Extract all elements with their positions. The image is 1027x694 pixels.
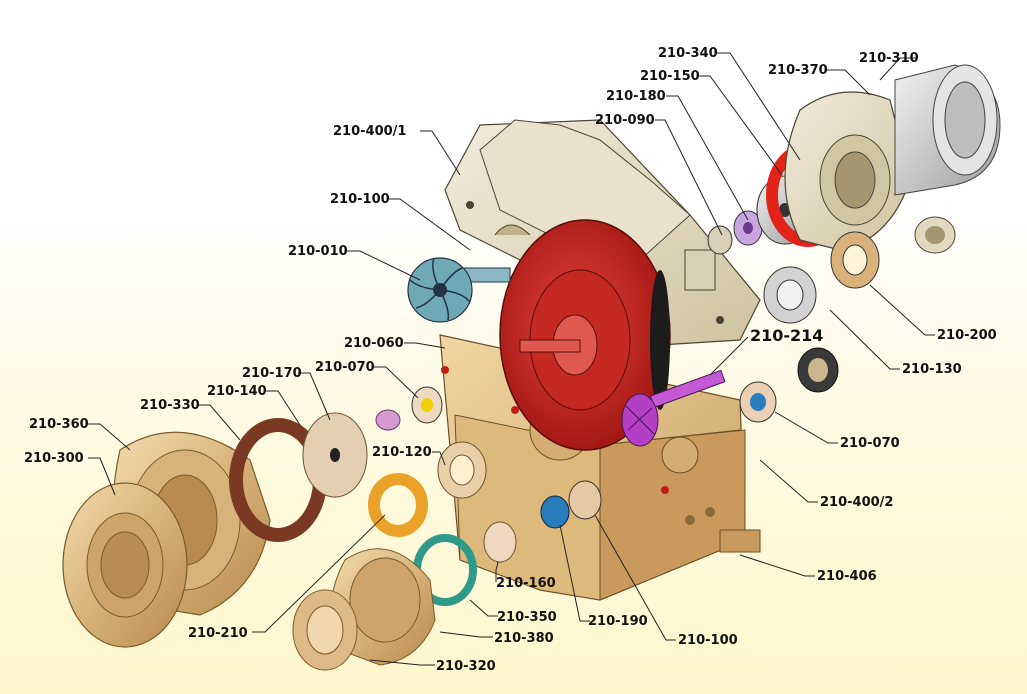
label-210-200: 210-200 — [937, 328, 997, 343]
label-210-100-lower: 210-100 — [678, 633, 738, 648]
impeller-teal — [407, 257, 511, 323]
label-210-070-right: 210-070 — [840, 436, 900, 451]
label-210-190: 210-190 — [588, 614, 648, 629]
label-210-406: 210-406 — [817, 569, 877, 584]
label-210-400-2: 210-400/2 — [820, 495, 894, 510]
label-210-330: 210-330 — [140, 398, 200, 413]
label-210-340: 210-340 — [658, 46, 718, 61]
label-210-170: 210-170 — [242, 366, 302, 381]
label-210-350: 210-350 — [497, 610, 557, 625]
label-210-320: 210-320 — [436, 659, 496, 674]
label-210-070-left: 210-070 — [315, 360, 375, 375]
label-210-010: 210-010 — [288, 244, 348, 259]
bull-gear-red — [499, 219, 671, 451]
label-210-370: 210-370 — [768, 63, 828, 78]
right-bearings — [739, 231, 880, 423]
label-210-310: 210-310 — [859, 51, 919, 66]
leader-lines — [88, 52, 935, 666]
label-210-160: 210-160 — [496, 576, 556, 591]
right-volute-casing — [784, 64, 1001, 254]
pinion-purple — [621, 369, 726, 447]
label-210-300: 210-300 — [24, 451, 84, 466]
label-210-120: 210-120 — [372, 445, 432, 460]
label-210-360: 210-360 — [29, 417, 89, 432]
label-210-130: 210-130 — [902, 362, 962, 377]
label-210-400-1: 210-400/1 — [333, 124, 407, 139]
label-210-090: 210-090 — [595, 113, 655, 128]
left-assembly — [62, 386, 602, 671]
label-210-214: 210-214 — [750, 326, 824, 345]
label-210-380: 210-380 — [494, 631, 554, 646]
label-210-060: 210-060 — [344, 336, 404, 351]
label-210-180: 210-180 — [606, 89, 666, 104]
label-210-140: 210-140 — [207, 384, 267, 399]
label-210-100-upper: 210-100 — [330, 192, 390, 207]
label-210-210: 210-210 — [188, 626, 248, 641]
label-210-150: 210-150 — [640, 69, 700, 84]
